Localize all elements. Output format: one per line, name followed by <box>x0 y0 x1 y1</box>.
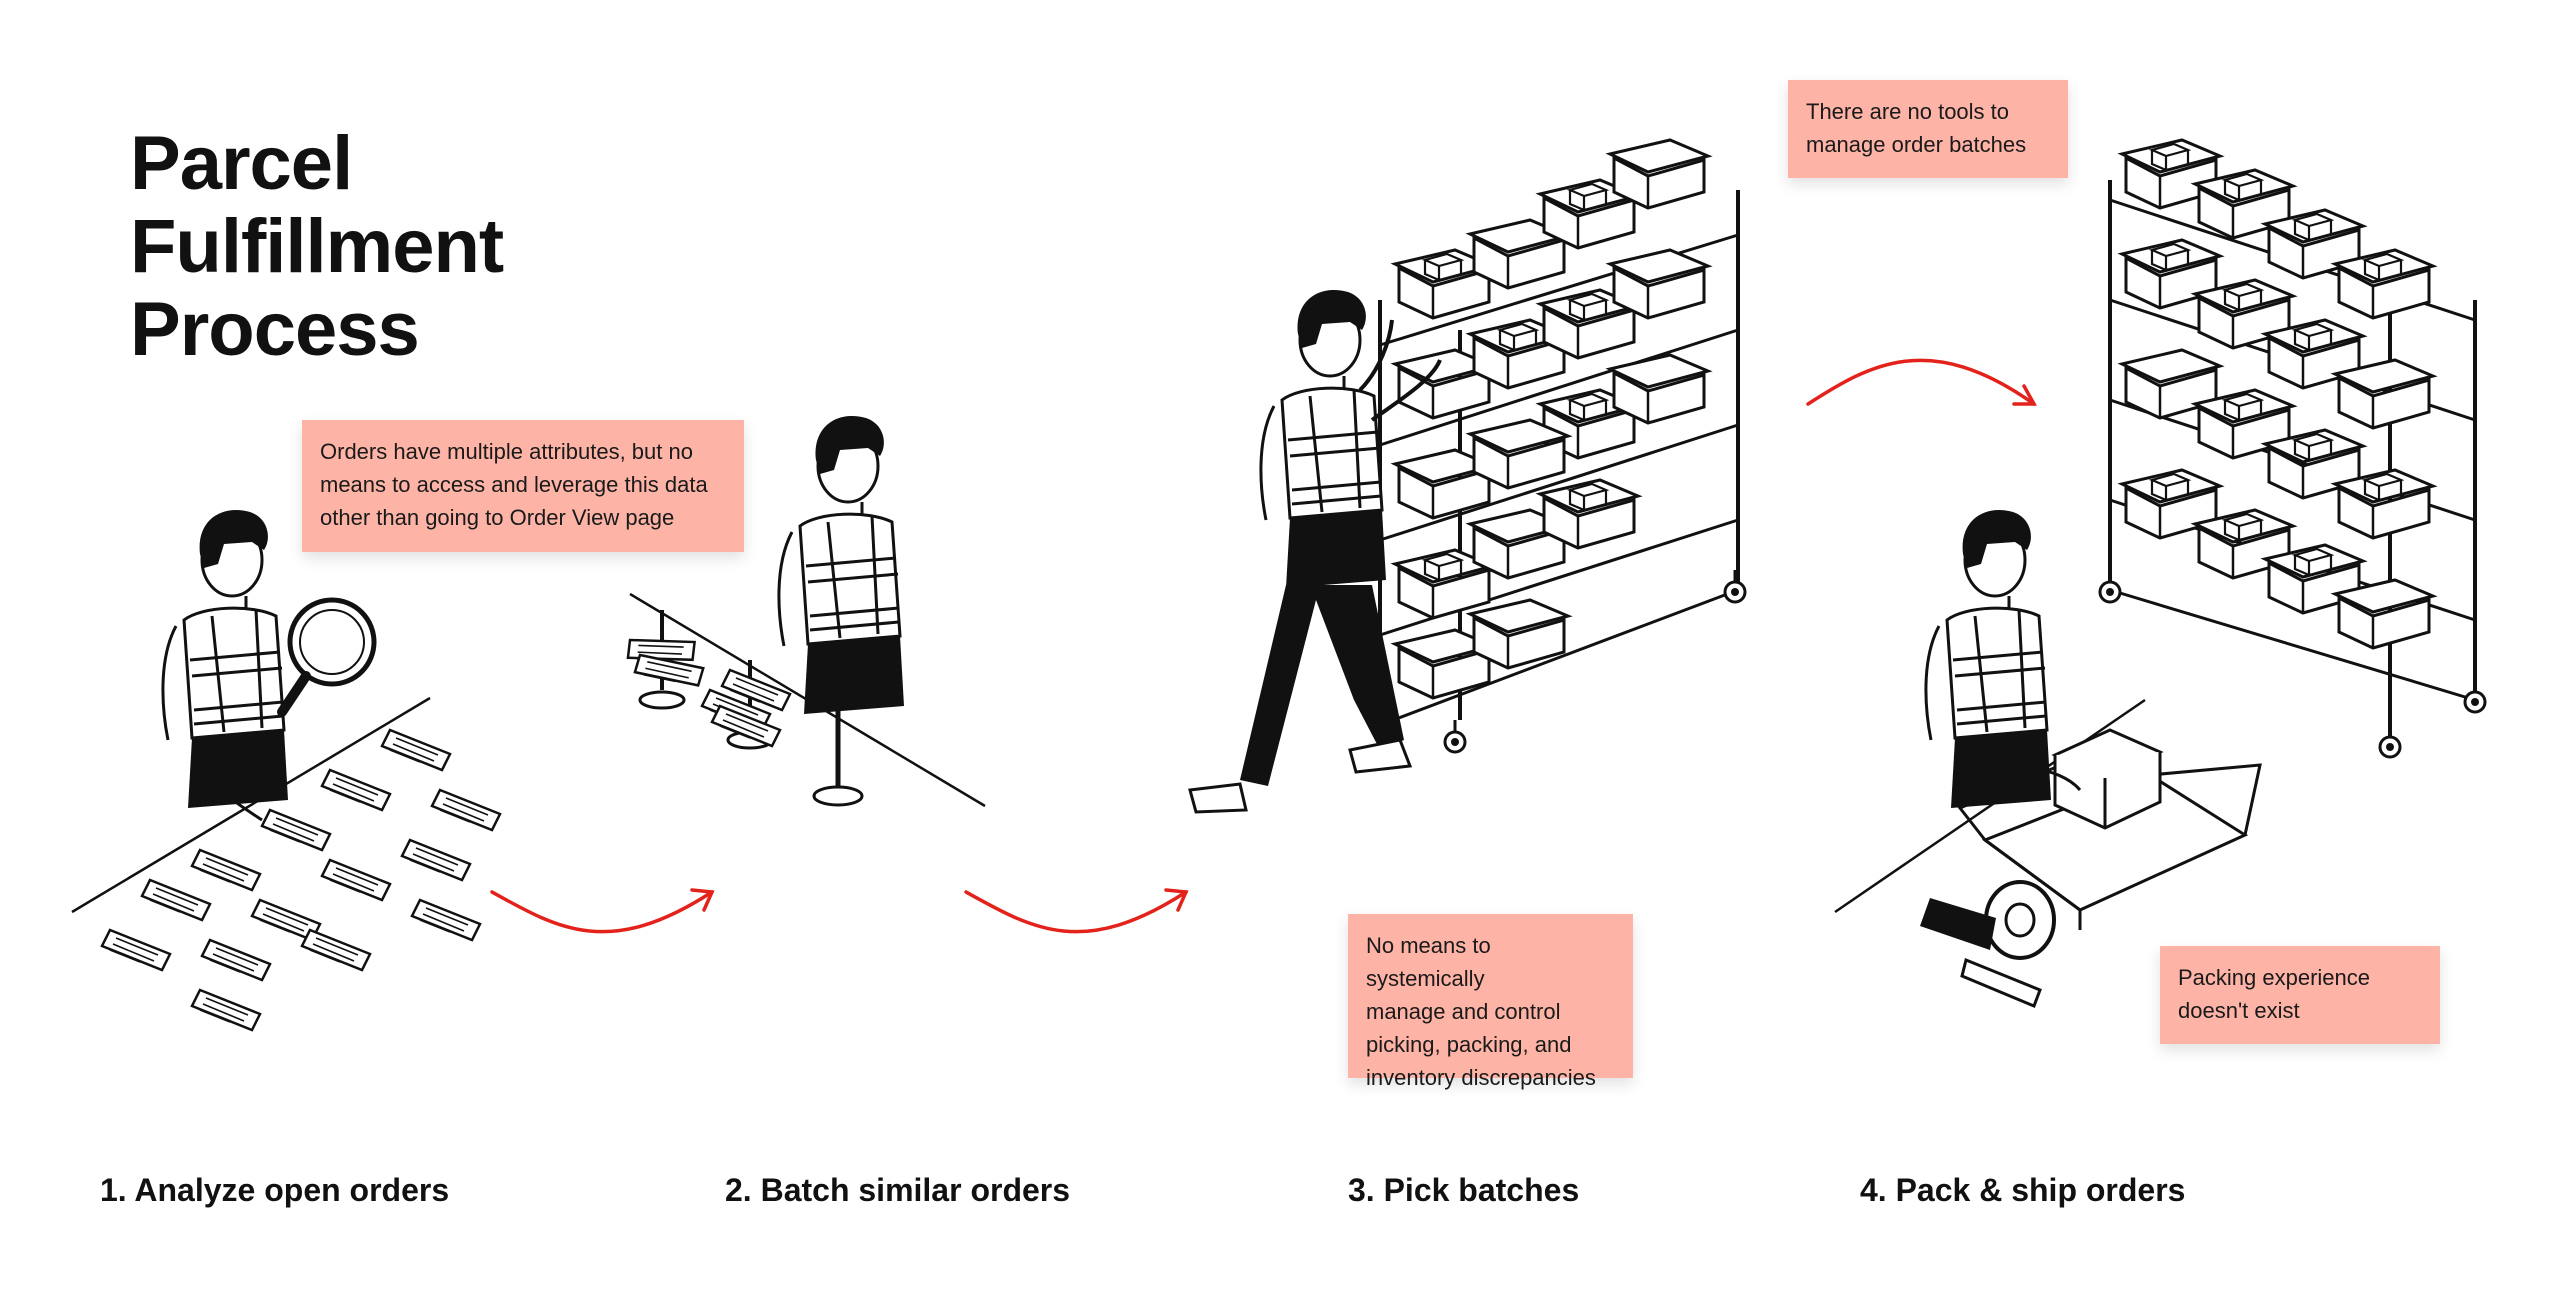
note-no-tools: There are no tools to manage order batch… <box>1788 80 2068 178</box>
step4-illustration <box>1834 140 2487 1008</box>
step2-illustration <box>621 414 986 808</box>
note-line: There are no tools to <box>1806 99 2010 124</box>
step-label-1: 1. Analyze open orders <box>100 1172 450 1208</box>
note-no-systemic: No means to systemically manage and cont… <box>1348 914 1633 1090</box>
note-line: means to access and leverage this data <box>320 472 708 497</box>
note-packing: Packing experience doesn't exist <box>2160 946 2440 1044</box>
note-order-attributes: Orders have multiple attributes, but no … <box>302 420 744 552</box>
note-line: doesn't exist <box>2178 998 2300 1023</box>
step-label-2: 2. Batch similar orders <box>725 1172 1071 1208</box>
note-line: Orders have multiple attributes, but no <box>320 439 693 464</box>
note-line: Packing experience <box>2178 965 2371 990</box>
note-line: inventory discrepancies <box>1366 1065 1596 1090</box>
step1-illustration <box>71 508 502 1032</box>
step3-illustration <box>1188 138 1747 814</box>
flow-arrows <box>490 358 2037 934</box>
step-label-4: 4. Pack & ship orders <box>1860 1172 2186 1208</box>
note-line: manage order batches <box>1806 132 2027 157</box>
title-line-2: Fulfillment <box>130 204 504 289</box>
step-label-3: 3. Pick batches <box>1348 1172 1580 1208</box>
note-line: picking, packing, and <box>1366 1032 1572 1057</box>
title-line-1: Parcel <box>130 121 353 206</box>
note-line: other than going to Order View page <box>320 505 675 530</box>
note-line: No means to systemically <box>1366 933 1491 991</box>
note-line: manage and control <box>1366 999 1561 1024</box>
page-title: Parcel Fulfillment Process <box>130 121 504 372</box>
title-line-3: Process <box>130 287 420 372</box>
